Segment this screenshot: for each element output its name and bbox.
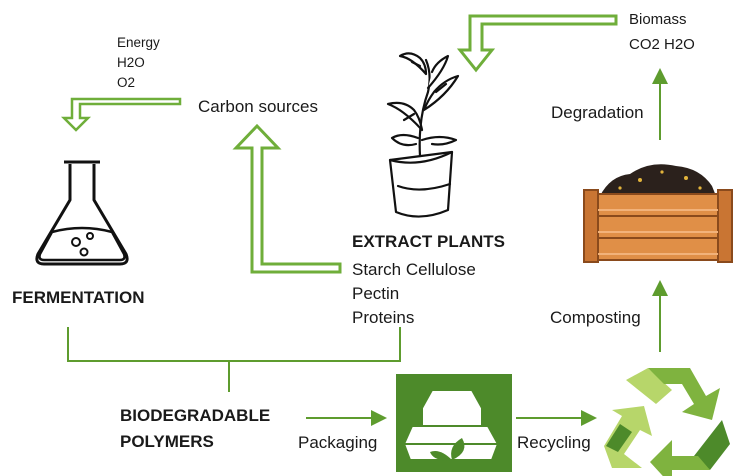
label-biomass: Biomass [629, 11, 687, 28]
label-extract-plants: EXTRACT PLANTS [352, 232, 505, 251]
flask-icon [35, 160, 129, 266]
label-carbon-sources: Carbon sources [198, 97, 319, 116]
energy-byproducts: Energy H2O O2 [117, 33, 160, 93]
label-packaging: Packaging [298, 433, 378, 452]
label-o2: O2 [117, 75, 136, 90]
arrow-carbon-to-flask [60, 97, 182, 132]
label-co2-h2o: CO2 H2O [629, 36, 695, 53]
bracket-to-polymers [67, 327, 401, 392]
label-pectin: Pectin [352, 284, 400, 303]
recycling-icon [604, 368, 730, 476]
plant-pot-icon [386, 52, 460, 218]
arrow-plant-to-carbon [232, 123, 342, 274]
label-proteins: Proteins [352, 308, 415, 327]
packaging-icon [396, 374, 512, 472]
label-biodegradable: BIODEGRADABLE [120, 406, 271, 425]
compost-crate-icon [583, 164, 733, 263]
label-h2o: H2O [117, 55, 145, 70]
label-composting: Composting [550, 308, 641, 327]
label-degradation: Degradation [551, 103, 644, 122]
label-recycling: Recycling [517, 433, 591, 452]
arrow-biomass-to-plant [456, 14, 618, 73]
label-fermentation: FERMENTATION [12, 288, 145, 307]
label-starch-cellulose: Starch Cellulose [352, 260, 476, 279]
label-energy: Energy [117, 35, 160, 50]
label-polymers: POLYMERS [120, 432, 214, 451]
